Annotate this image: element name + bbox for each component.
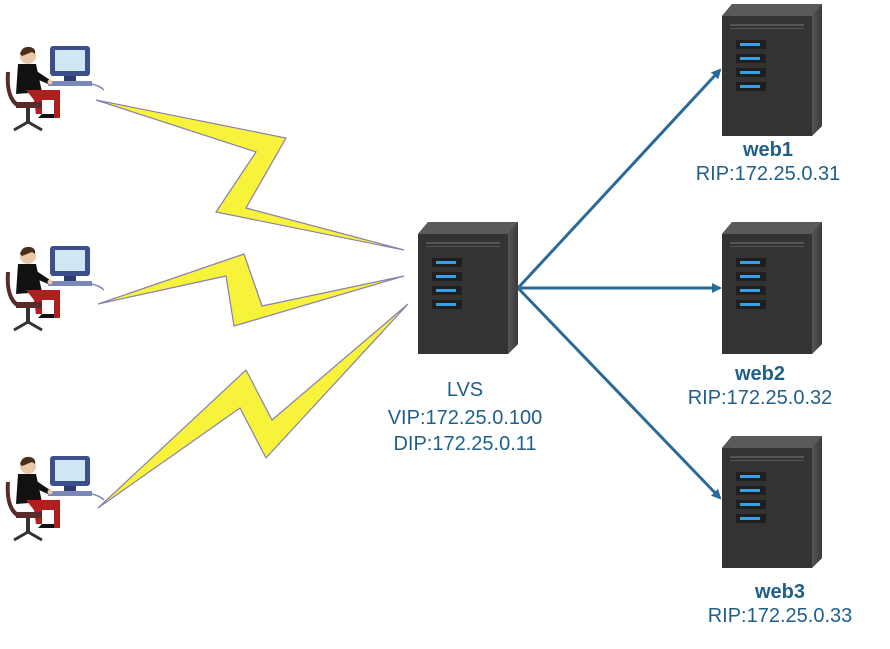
lightning-bolt-2	[97, 253, 405, 327]
web3-rip: RIP:172.25.0.33	[707, 605, 853, 627]
lightning-bolt-1	[95, 99, 405, 251]
lightning-bolt-3	[97, 303, 409, 509]
web1-label: web1 RIP:172.25.0.31	[668, 138, 868, 186]
client-person-icon-2	[4, 244, 106, 332]
web3-label: web3 RIP:172.25.0.33	[680, 580, 880, 628]
lvs-label: LVS VIP:172.25.0.100 DIP:172.25.0.11	[355, 378, 575, 456]
web3-name: web3	[754, 581, 806, 603]
web2-name: web2	[734, 363, 786, 385]
client-person-icon-1	[4, 44, 106, 132]
lvs-vip: VIP:172.25.0.100	[387, 407, 543, 429]
web3-server-icon	[722, 436, 822, 568]
web1-rip: RIP:172.25.0.31	[695, 163, 841, 185]
lvs-dip: DIP:172.25.0.11	[393, 433, 537, 455]
client-person-icon-3	[4, 454, 106, 542]
web2-server-icon	[722, 222, 822, 354]
web1-name: web1	[742, 139, 794, 161]
web2-label: web2 RIP:172.25.0.32	[660, 362, 860, 410]
web1-server-icon	[722, 4, 822, 136]
arrow-to-web1	[516, 68, 722, 290]
web2-rip: RIP:172.25.0.32	[687, 387, 833, 409]
lvs-name: LVS	[446, 379, 484, 401]
lvs-server-icon	[418, 222, 518, 354]
arrow-to-web3	[516, 286, 722, 500]
